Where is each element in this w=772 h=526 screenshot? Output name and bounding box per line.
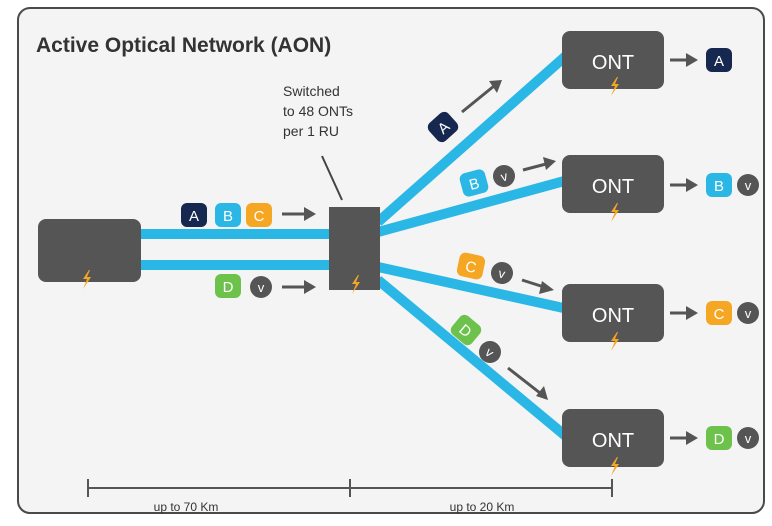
service-a-label: A — [714, 53, 724, 70]
arrow-right-icon — [461, 84, 495, 114]
voice-label: v — [745, 431, 752, 446]
diagram-title: Active Optical Network (AON) — [36, 34, 331, 57]
branch-b-voice-group: v — [493, 165, 515, 187]
branch-c-badge-group: C — [456, 252, 486, 280]
branch-d-badge-group: D — [450, 314, 482, 346]
voice-label: v — [497, 265, 507, 281]
arrow-right-icon — [507, 366, 541, 395]
branch-d-voice-group: v — [479, 341, 501, 363]
ont-box-1 — [562, 31, 664, 89]
diagram-frame — [17, 7, 765, 514]
switch-note-pointer — [321, 155, 343, 201]
drop-fiber-d — [374, 276, 572, 442]
voice-badge — [491, 262, 513, 284]
voice-badge — [493, 165, 515, 187]
drop-fiber-a — [374, 50, 572, 226]
branch-c-voice-group: v — [491, 262, 513, 284]
service-d-badge — [706, 426, 732, 450]
service-b-badge — [459, 169, 489, 197]
switch-note-line-1: Switched — [283, 83, 340, 99]
ont-label-2: ONT — [592, 176, 634, 198]
voice-badge — [250, 276, 272, 298]
voice-label: v — [745, 306, 752, 321]
arrow-right-icon-head — [536, 386, 548, 400]
arrow-right-icon-head — [686, 431, 698, 445]
voice-badge — [737, 302, 759, 324]
ont-label-4: ONT — [592, 430, 634, 452]
voice-label: v — [499, 168, 510, 184]
ont-box-3 — [562, 284, 664, 342]
arrow-right-icon-head — [543, 157, 556, 170]
central-office-box — [38, 219, 141, 282]
service-a-badge — [427, 111, 459, 143]
ont-label-3: ONT — [592, 305, 634, 327]
service-b-badge — [706, 173, 732, 197]
service-c-badge — [706, 301, 732, 325]
switch-note-line-2: to 48 ONTs — [283, 103, 353, 119]
drop-fiber-b — [376, 175, 570, 237]
service-b-badge — [215, 203, 241, 227]
service-d-label: D — [223, 279, 234, 296]
voice-badge — [737, 427, 759, 449]
active-switch — [329, 207, 380, 290]
arrow-right-icon-head — [686, 53, 698, 67]
branch-b-badge-group: B — [459, 169, 489, 197]
arrow-right-icon-head — [489, 80, 502, 93]
service-c-label: C — [464, 258, 478, 277]
service-b-label: B — [714, 178, 724, 195]
voice-badge — [479, 341, 501, 363]
service-b-label: B — [223, 208, 233, 225]
arrow-right-icon-head — [686, 306, 698, 320]
ont-box-4 — [562, 409, 664, 467]
arrow-right-icon — [522, 162, 547, 172]
service-c-label: C — [254, 208, 265, 225]
voice-badge — [737, 174, 759, 196]
arrow-right-icon-head — [686, 178, 698, 192]
service-a-badge — [706, 48, 732, 72]
voice-label: v — [745, 178, 752, 193]
feeder-distance-label: up to 70 Km — [154, 500, 219, 514]
arrow-right-icon-head — [304, 207, 316, 221]
arrow-right-icon-head — [539, 281, 554, 294]
service-d-badge — [215, 274, 241, 298]
ont-box-2 — [562, 155, 664, 213]
switch-note-line-3: per 1 RU — [283, 123, 339, 139]
branch-a-badge-group: A — [427, 111, 459, 143]
arrow-right-icon — [521, 278, 545, 289]
service-c-badge — [456, 252, 486, 280]
service-d-label: D — [714, 431, 725, 448]
drop-fiber-c — [376, 262, 570, 314]
service-b-label: B — [467, 175, 481, 194]
service-a-label: A — [189, 208, 199, 225]
arrow-right-icon-head — [304, 280, 316, 294]
service-c-label: C — [714, 306, 725, 323]
service-d-badge — [450, 314, 482, 346]
service-c-badge — [246, 203, 272, 227]
ont-label-1: ONT — [592, 52, 634, 74]
service-a-badge — [181, 203, 207, 227]
voice-label: v — [258, 280, 265, 295]
drop-distance-label: up to 20 Km — [450, 500, 515, 514]
